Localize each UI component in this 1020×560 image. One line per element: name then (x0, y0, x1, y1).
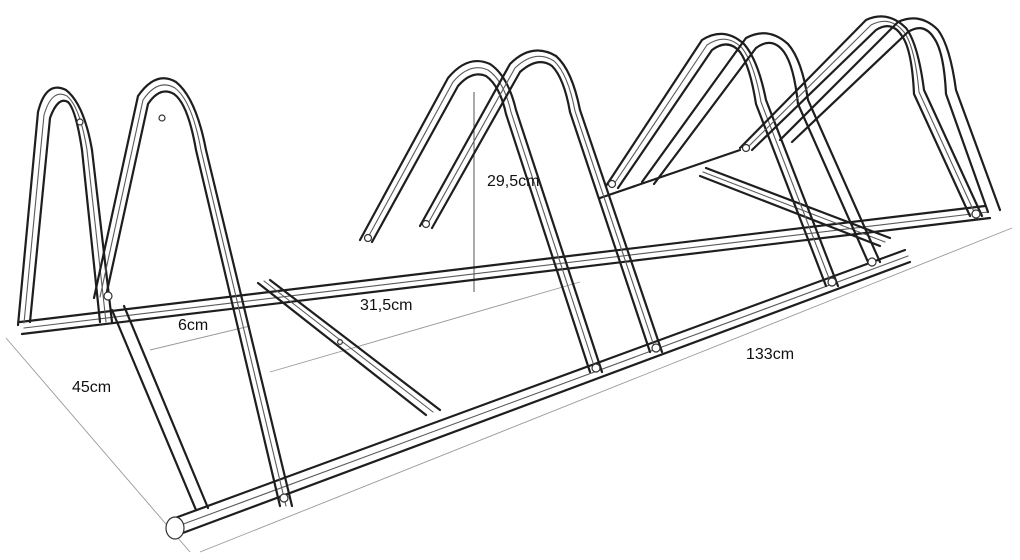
tube-dimension-line (149, 325, 251, 351)
hoop-6 (738, 15, 1002, 218)
back-rail (18, 204, 992, 336)
hoop-4 (418, 49, 664, 354)
dimension-lines (5, 92, 1013, 553)
hoop-5 (604, 32, 882, 288)
spacing-dimension-line (269, 281, 581, 373)
tube-label: 6cm (178, 317, 209, 334)
depth-label: 45cm (72, 379, 112, 396)
length-label: 133cm (746, 346, 795, 363)
hoop-3 (358, 60, 604, 374)
height-label: 29,5cm (487, 173, 540, 190)
length-dimension-line (199, 227, 1013, 553)
weld-joints (103, 143, 981, 503)
front-end-cap (165, 516, 185, 540)
depth-dimension-line (5, 337, 191, 553)
spacing-label: 31,5cm (360, 297, 413, 314)
hoop-1 (16, 86, 114, 327)
front-rail (173, 248, 912, 536)
hoop-2 (92, 77, 294, 512)
